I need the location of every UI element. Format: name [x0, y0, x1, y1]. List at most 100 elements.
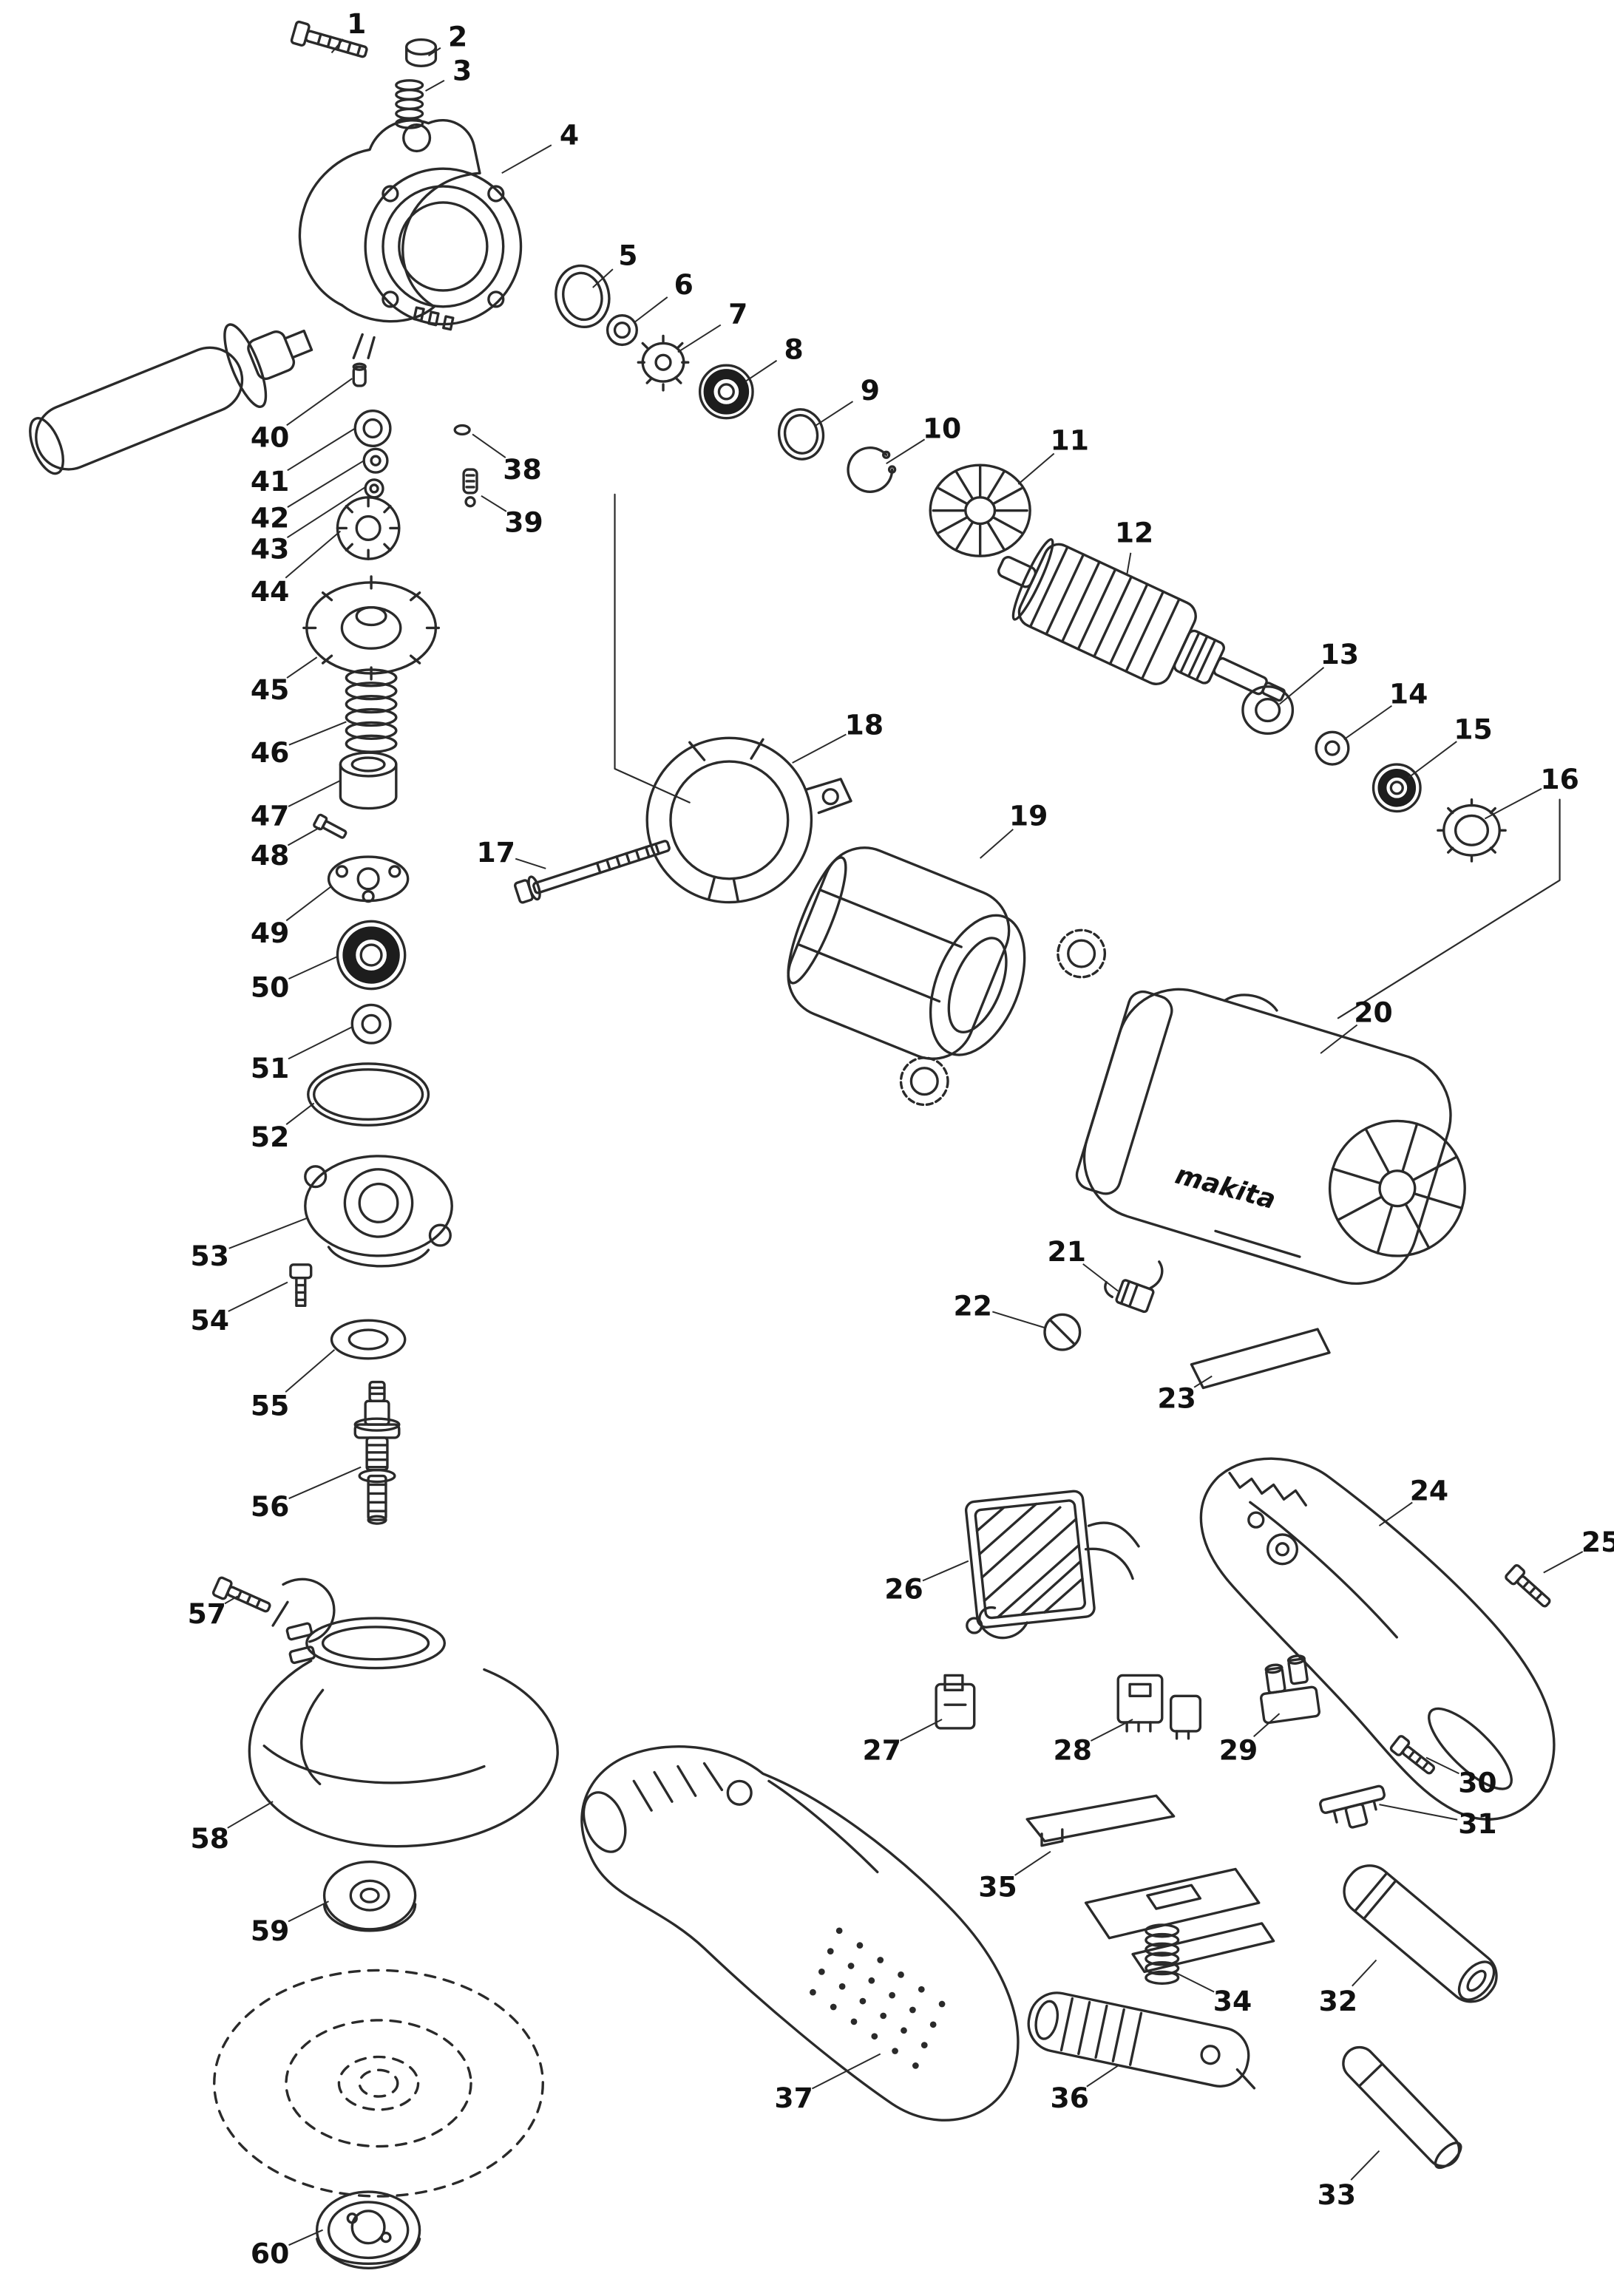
insulation-washer-a	[1057, 928, 1107, 979]
part-label-35: 35	[978, 1870, 1017, 1903]
part-label-30: 30	[1458, 1766, 1496, 1799]
part-53-bearing-box	[304, 1155, 453, 1268]
leader-line-6	[633, 296, 668, 324]
grip-dots	[810, 1927, 946, 2069]
part-label-11: 11	[1051, 424, 1089, 456]
leader-line-54	[228, 1281, 288, 1312]
part-label-23: 23	[1157, 1382, 1196, 1414]
part-21-carbon-brush	[1104, 1260, 1164, 1314]
part-label-13: 13	[1320, 638, 1359, 670]
leader-line-40	[286, 378, 353, 427]
leader-line-9	[815, 401, 854, 427]
leader-line-35	[1014, 1850, 1051, 1876]
leader-line-23	[1193, 1375, 1213, 1388]
part-label-4: 4	[560, 119, 579, 152]
brand-logo-text: makita	[1172, 1160, 1278, 1215]
leader-line-59	[288, 1901, 329, 1923]
part-label-40: 40	[251, 421, 289, 453]
part-label-14: 14	[1389, 678, 1428, 710]
part-label-20: 20	[1354, 996, 1392, 1028]
part-label-48: 48	[251, 839, 289, 872]
leader-line-28	[1090, 1719, 1133, 1742]
part-42-washer	[362, 447, 389, 474]
leader-line-32	[1352, 1959, 1377, 1987]
part-50-bearing	[336, 920, 407, 991]
leader-line-10	[886, 438, 926, 464]
part-label-58: 58	[191, 1822, 229, 1855]
part-51-washer	[350, 1003, 392, 1045]
leader-line-16	[1484, 787, 1542, 820]
leader-line-13	[1278, 667, 1325, 705]
part-26-controller	[964, 1490, 1140, 1640]
leader-line-55	[285, 1349, 336, 1393]
part-label-18: 18	[845, 708, 884, 741]
part-18-inner-cover	[645, 736, 852, 904]
insulation-washer-b	[899, 1056, 949, 1107]
leader-line-19	[980, 829, 1014, 859]
part-28-switch	[1116, 1674, 1202, 1740]
leader-line-57	[224, 1595, 238, 1605]
part-label-6: 6	[674, 268, 694, 301]
leader-lines-layer	[224, 38, 1584, 2246]
part-label-8: 8	[784, 333, 804, 365]
part-label-46: 46	[251, 736, 289, 769]
part-label-55: 55	[251, 1389, 289, 1422]
part-60-lock-nut	[315, 2190, 421, 2269]
part-label-17: 17	[477, 836, 515, 869]
leader-line-18	[792, 733, 847, 764]
part-39-lock-pin	[462, 468, 478, 508]
part-57-clamp-screw	[211, 1576, 336, 1643]
leader-line-46	[288, 721, 347, 746]
part-label-1: 1	[347, 7, 366, 40]
part-label-21: 21	[1048, 1235, 1086, 1268]
leader-line-41	[287, 427, 356, 472]
leader-line-49	[285, 885, 333, 922]
part-45-bevel-gear	[302, 575, 441, 681]
part-label-26: 26	[884, 1572, 923, 1605]
part-label-53: 53	[191, 1240, 229, 1272]
part-15-bearing	[1371, 763, 1422, 813]
part-49-flange-plate	[327, 855, 410, 903]
part-label-43: 43	[251, 532, 289, 565]
part-40-pin	[352, 362, 367, 387]
parts-artwork: makita	[29, 20, 1561, 2269]
part-47-cup	[339, 751, 398, 810]
part-9-wave-washer	[777, 408, 825, 461]
part-22-brush-cap	[1043, 1313, 1082, 1351]
part-41-bearing	[353, 410, 392, 448]
part-54-screw	[289, 1263, 313, 1308]
part-label-51: 51	[251, 1052, 289, 1084]
part-label-25: 25	[1581, 1526, 1614, 1558]
leader-line-60	[288, 2229, 324, 2246]
leader-line-58	[227, 1801, 274, 1829]
part-label-9: 9	[861, 374, 880, 407]
part-label-5: 5	[618, 239, 637, 271]
part-label-38: 38	[503, 453, 541, 486]
leader-line-2	[427, 47, 441, 57]
part-label-27: 27	[862, 1734, 901, 1767]
leader-line-27	[899, 1719, 943, 1742]
leader-line-45	[286, 656, 318, 679]
part-46-spring	[345, 668, 398, 753]
grinding-wheel-phantom	[213, 1969, 544, 2198]
leader-line-8	[745, 359, 778, 382]
part-label-10: 10	[923, 412, 961, 445]
part-label-54: 54	[191, 1304, 229, 1336]
part-16-sleeve	[1437, 798, 1507, 863]
part-17-bolt	[513, 840, 671, 904]
part-label-39: 39	[504, 506, 543, 539]
part-43-washer	[364, 478, 384, 499]
part-label-56: 56	[251, 1490, 289, 1523]
leader-line-56	[288, 1466, 362, 1500]
part-14-washer	[1315, 730, 1350, 766]
part-label-28: 28	[1053, 1734, 1091, 1767]
part-10-retaining-ring	[847, 446, 897, 493]
side-handle	[29, 323, 313, 475]
part-label-22: 22	[954, 1289, 992, 1322]
leader-line-42	[287, 460, 364, 508]
part-label-16: 16	[1540, 763, 1579, 795]
part-label-32: 32	[1319, 1985, 1357, 2017]
part-4-gear-housing	[298, 119, 523, 359]
